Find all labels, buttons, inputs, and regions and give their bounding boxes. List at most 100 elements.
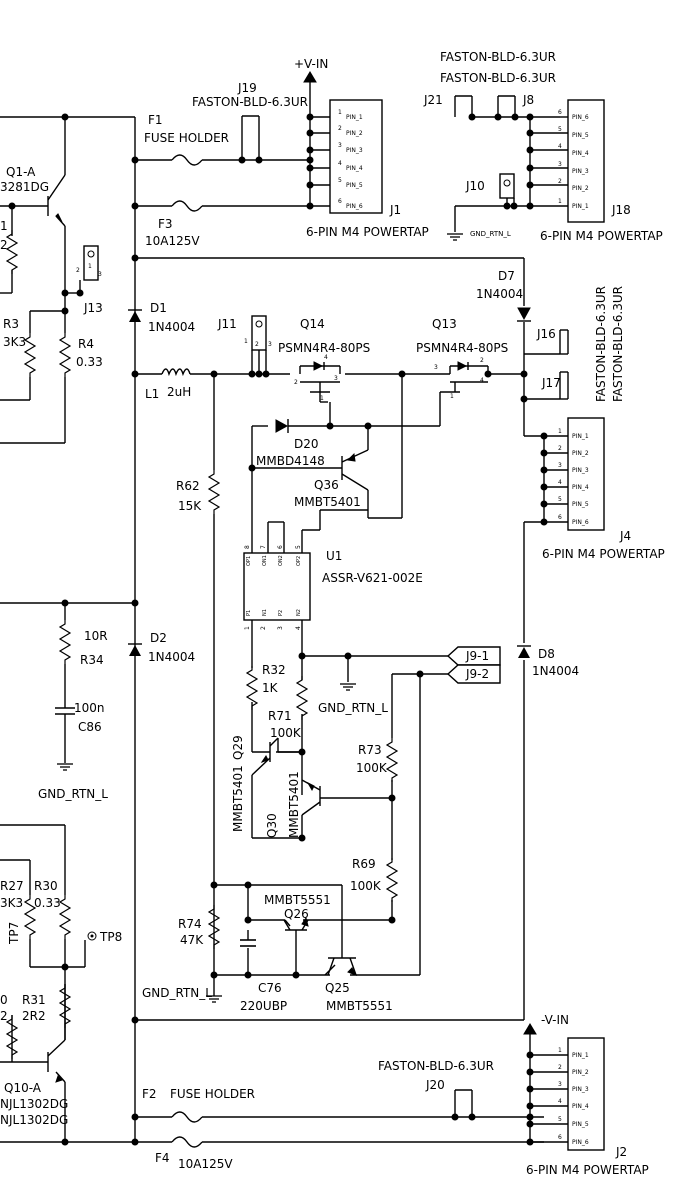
resistor-r62 (208, 469, 220, 515)
resistor-r69 (386, 857, 398, 903)
d20-value: MMBD4148 (256, 454, 325, 468)
f1-value: FUSE HOLDER (144, 131, 229, 145)
connector-j16 (560, 329, 569, 355)
r30-ref: R30 (34, 879, 58, 893)
svg-text:PIN_5: PIN_5 (346, 182, 363, 189)
svg-text:1: 1 (558, 428, 562, 435)
resistor-r4 (59, 332, 71, 378)
d1-ref: D1 (150, 301, 167, 315)
fuse-f3 (171, 200, 203, 212)
d2-value: 1N4004 (148, 650, 195, 664)
j1-ref: J1 (389, 203, 401, 217)
svg-text:ON1: ON1 (262, 555, 268, 566)
capacitor-c86 (55, 707, 75, 720)
c86-value: 100n (74, 701, 105, 715)
svg-text:3: 3 (558, 161, 562, 168)
q1a-value: 3281DG (0, 180, 49, 194)
junction-dots (8, 113, 548, 1146)
q30-arrow-icon (306, 781, 315, 792)
svg-text:2: 2 (76, 267, 80, 274)
svg-text:1: 1 (558, 1047, 562, 1054)
j16-17-value-a: FASTON-BLD-6.3UR (594, 286, 608, 402)
svg-text:3: 3 (334, 375, 338, 382)
resistor-r34 (59, 619, 71, 665)
r4-value: 0.33 (76, 355, 103, 369)
j11-ref: J11 (217, 317, 237, 331)
q13-value: PSMN4R4-80PS (416, 341, 508, 355)
f2-value: FUSE HOLDER (170, 1087, 255, 1101)
svg-text:4: 4 (558, 1098, 562, 1105)
svg-text:4: 4 (324, 354, 328, 361)
connector-j2: PIN_1 PIN_2 PIN_3 PIN_4 PIN_5 PIN_6 1 2 … (558, 1037, 605, 1151)
svg-text:ON2: ON2 (278, 555, 284, 566)
gnd-label-u1: GND_RTN_L (318, 701, 388, 715)
diode-d8 (516, 645, 532, 659)
r62-ref: R62 (176, 479, 200, 493)
j2-ref: J2 (615, 1145, 627, 1159)
q30-value: MMBT5401 (287, 771, 301, 838)
f4-value: 10A125V (178, 1157, 233, 1171)
svg-text:OP2: OP2 (296, 556, 302, 566)
resistor-r3 (24, 332, 36, 378)
gnd-label-r74: GND_RTN_L (142, 986, 212, 1000)
svg-text:2: 2 (255, 341, 259, 348)
svg-text:1: 1 (320, 395, 324, 402)
q36-ref: Q36 (314, 478, 339, 492)
diode-d2 (127, 643, 143, 657)
tp7-label: TP7 (7, 922, 21, 945)
plus-vin-arrow-icon (303, 71, 317, 83)
svg-text:PIN_1: PIN_1 (572, 1052, 589, 1059)
q25-value: MMBT5551 (326, 999, 393, 1013)
svg-text:PIN_4: PIN_4 (572, 484, 589, 491)
j21-ref: J21 (423, 93, 443, 107)
svg-text:2: 2 (558, 1064, 562, 1071)
svg-text:PIN_6: PIN_6 (572, 1139, 589, 1146)
j17-ref: J17 (541, 376, 561, 390)
svg-text:PIN_4: PIN_4 (572, 1103, 589, 1110)
svg-text:PIN_2: PIN_2 (572, 1069, 589, 1076)
f1-ref: F1 (148, 113, 163, 127)
svg-text:3: 3 (338, 142, 342, 149)
svg-text:PIN_3: PIN_3 (572, 467, 589, 474)
connector-j13: 2 1 3 (76, 245, 102, 281)
svg-text:4: 4 (558, 479, 562, 486)
svg-text:PIN_3: PIN_3 (346, 147, 363, 154)
q10a-ref: Q10-A (4, 1081, 42, 1095)
r31-value: 2R2 (22, 1009, 46, 1023)
q29-arrow-icon (260, 755, 269, 763)
j19-ref: J19 (237, 81, 257, 95)
j8-ref: J8 (522, 93, 534, 107)
svg-text:PIN_1: PIN_1 (346, 114, 363, 121)
diode-d1 (127, 309, 143, 323)
r30-value: 0.33 (34, 896, 61, 910)
r71-value: 100K (270, 726, 302, 740)
svg-text:6: 6 (338, 198, 342, 205)
q26-value: MMBT5551 (264, 893, 331, 907)
q26-ref: Q26 (284, 907, 309, 921)
mosfet-q13: 3 1 2 4 (434, 357, 489, 400)
svg-text:3: 3 (268, 341, 272, 348)
r69-ref: R69 (352, 857, 376, 871)
j8-j21-value-b: FASTON-BLD-6.3UR (440, 71, 556, 85)
resistor-r73 (386, 737, 398, 783)
j1-desc: 6-PIN M4 POWERTAP (306, 225, 429, 239)
q13-ref: Q13 (432, 317, 457, 331)
r71-ref: R71 (268, 709, 292, 723)
svg-text:PIN_5: PIN_5 (572, 1121, 589, 1128)
svg-text:PIN_6: PIN_6 (572, 114, 589, 121)
r-partial-0: 0 (0, 993, 8, 1007)
svg-text:5: 5 (558, 1116, 562, 1123)
svg-text:PIN_6: PIN_6 (346, 203, 363, 210)
r31-ref: R31 (22, 993, 46, 1007)
d2-ref: D2 (150, 631, 167, 645)
net-tag-j9-1: J9-1 (446, 646, 501, 666)
svg-text:N2: N2 (296, 609, 302, 616)
svg-text:5: 5 (338, 177, 342, 184)
gnd-symbol-j10 (446, 233, 464, 241)
svg-text:1: 1 (338, 109, 342, 116)
r32-value: 1K (262, 681, 279, 695)
net-tag-j9-2: J9-2 (446, 664, 501, 684)
svg-text:4: 4 (480, 377, 484, 384)
d20-ref: D20 (294, 437, 319, 451)
resistor-partial-left (6, 229, 18, 275)
